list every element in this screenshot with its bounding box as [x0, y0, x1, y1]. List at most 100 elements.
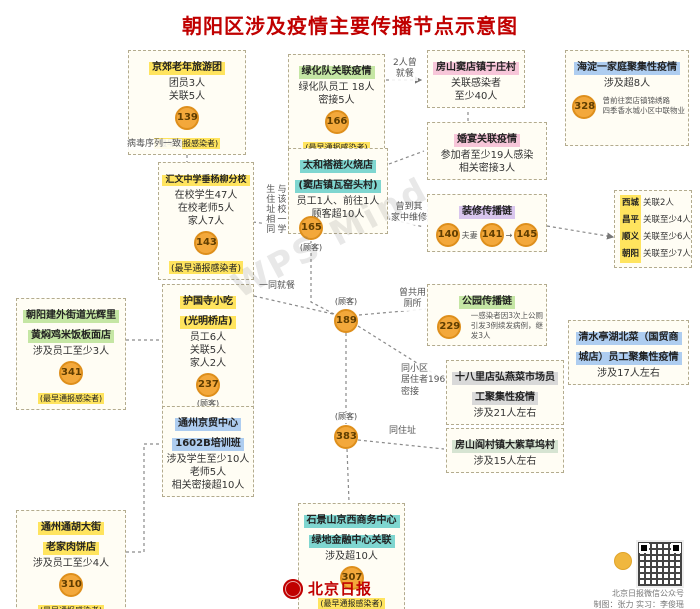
district-value: 关联至少4人 [643, 215, 691, 225]
node-header: 绿化队关联疫情 [292, 59, 381, 79]
node-line: 老师5人 [189, 467, 227, 478]
node-footnote-line: 四季香水城小区中联物业 [602, 106, 686, 115]
note-wrap: (最早通报感染者) [162, 256, 250, 275]
node-park-chain: 公园传播链 229 一感染者因3次上公厕 引发3例续发病例，继 发3人 [427, 284, 547, 347]
district-name: 顺义 [620, 229, 642, 246]
node-line: 相关密接超10人 [171, 480, 245, 491]
case-number-badge: 341 [59, 361, 83, 385]
node-title: 通州京贸中心 [175, 418, 241, 431]
case-number-badge: 307 [339, 566, 364, 590]
node-line: 涉及21人左右 [473, 408, 537, 419]
node-title: 黄焖鸡米饭板面店 [28, 330, 114, 343]
credit-label: 制图：张力 实习：李俊瑶 [593, 599, 684, 609]
node-line: 在校老师5人 [177, 203, 235, 214]
node-wedding-banquet-outbreak: 婚宴关联疫情 参加者至少19人感染 相关密接3人 [427, 122, 547, 180]
node-line: 家人2人 [189, 358, 227, 369]
node-title: 护国寺小吃 [180, 296, 236, 309]
note-wrap: (最早通报感染者) [302, 591, 401, 609]
edge-label-home-repair: 曾到其 家中维修 [390, 202, 429, 225]
node-line: 关联5人 [168, 91, 206, 102]
node-line: 家人7人 [187, 216, 225, 227]
seal-icon [614, 552, 632, 570]
node-greening-team-outbreak: 绿化队关联疫情 绿化队员工 18人 密接5人 166 (最早通报感染者) [288, 54, 385, 159]
badge-row: 229 一感染者因3次上公厕 引发3例续发病例，继 发3人 [431, 311, 543, 341]
note-wrap: (最早通报感染者) [292, 135, 381, 154]
case-number-badge: 143 [194, 231, 218, 255]
node-renovation-chain: 装修传播链 140 夫妻 141 → 145 [427, 194, 547, 252]
node-line: 涉及超10人 [325, 551, 378, 562]
node-shijingshan-business-center: 石景山京西商务中心 绿地金融中心关联 涉及超10人 307 (最早通报感染者) [298, 503, 405, 609]
node-header: 汇文中学垂杨柳分校 [162, 167, 250, 187]
node-header: 京郊老年旅游团 [132, 55, 242, 75]
district-value: 关联2人 [643, 198, 674, 208]
node-line: 密接5人 [318, 95, 355, 106]
footer-credits: 北京日报微信公众号 制图：张力 实习：李俊瑶 [593, 589, 684, 609]
beijing-daily-brand: 北京日报 [308, 580, 373, 598]
case-number-badge: 237 [196, 373, 220, 397]
earliest-reported-note: (最早通报感染者) [37, 605, 105, 609]
node-haidian-family-cluster: 海淀一家庭聚集性疫情 涉及超8人 328 曾前往窦店镇锦绣路 四季香水城小区中联… [565, 50, 689, 146]
district-row: 昌平关联至少4人 [618, 212, 691, 229]
node-title: 太和褡裢火烧店 [300, 160, 376, 173]
node-line: 团员3人 [168, 78, 206, 89]
note-wrap: (最早通报感染者) [132, 131, 242, 150]
node-line: 在校学生47人 [174, 190, 238, 201]
node-line: 涉及学生至少10人 [166, 454, 250, 465]
node-title: 朝阳建外街道光辉里 [23, 310, 119, 323]
node-title: 房山窦店镇于庄村 [433, 62, 519, 75]
node-title: 老家肉饼店 [43, 542, 99, 555]
case-number-badge: 145 [514, 223, 539, 247]
node-line: 相关密接3人 [458, 163, 516, 174]
district-row: 朝阳关联至少7人 [618, 246, 691, 263]
node-footnote-line: 一感染者因3次上公厕 [470, 311, 543, 320]
node-title: 1602B培训班 [172, 438, 244, 451]
earliest-reported-note: (最早通报感染者) [37, 393, 105, 404]
district-row: 西城关联2人 [618, 195, 688, 212]
footer-brand: 北京日报 [283, 578, 372, 599]
node-title: 通州通胡大街 [38, 522, 104, 535]
edge-label-same-address-as-student: 与该校一学生住址相同 [262, 180, 287, 238]
earliest-reported-note: (最早通报感染者) [168, 261, 244, 274]
node-title: 工聚集性疫情 [472, 392, 538, 405]
node-huiwen-middle-school: 汇文中学垂杨柳分校 在校学生47人 在校老师5人 家人7人 143 (最早通报感… [158, 162, 254, 280]
node-yuzhuang-village: 房山窦店镇于庄村 关联感染者 至少40人 [427, 50, 525, 108]
node-line: 至少40人 [454, 91, 498, 102]
node-header: 公园传播链 [431, 289, 543, 309]
edge-label-same-community-contact: 同小区 居住者196 密接 [400, 364, 447, 398]
district-row: 顺义关联至少6人 [618, 229, 691, 246]
node-line: 绿化队员工 18人 [298, 82, 375, 93]
node-title: (光明桥店) [180, 316, 236, 329]
qr-code [636, 540, 684, 588]
badge-chain: 140 夫妻 141 → 145 [431, 223, 543, 247]
case-number-badge: 229 [437, 315, 462, 340]
case-number-badge: 328 [572, 95, 597, 119]
node-line: 参加者至少19人感染 [440, 150, 534, 161]
node-line: 涉及15人左右 [473, 456, 537, 467]
case-number-badge: 166 [324, 110, 349, 134]
note-wrap: (最早通报感染者) [20, 598, 122, 609]
page-title: 朝阳区涉及疫情主要传播节点示意图 [182, 14, 518, 38]
case-number-badge: 141 [479, 223, 504, 247]
node-title: 城店）员工聚集性疫情 [575, 352, 682, 365]
node-title: 绿地金融中心关联 [308, 535, 395, 548]
edge-label-line: 居住者196 [401, 375, 446, 386]
node-title: (窦店镇瓦窑头村) [295, 180, 381, 193]
node-line: 关联感染者 [451, 78, 501, 89]
edge-label-line: 厕所 [403, 299, 422, 310]
case-number-badge: 139 [175, 106, 199, 130]
edge-label-virus-sequence: 病毒序列一致 [126, 139, 183, 151]
node-title: 绿化队关联疫情 [298, 66, 375, 79]
node-line: 涉及超8人 [603, 78, 651, 89]
node-district-link-list: 西城关联2人 昌平关联至少4人 顺义关联至少6人 朝阳关联至少7人 [614, 190, 692, 268]
earliest-reported-note: (最早通报感染者) [153, 138, 221, 149]
node-line: 员工1人、前往1人 [296, 196, 380, 207]
couple-label: 夫妻 [461, 230, 478, 240]
node-header: 海淀一家庭聚集性疫情 [569, 55, 685, 75]
node-footnote: 一感染者因3次上公厕 引发3例续发病例，继 发3人 [471, 311, 543, 341]
edge-label-line: 就餐 [395, 69, 414, 80]
node-tongzhou-training-class: 通州京贸中心 1602B培训班 涉及学生至少10人 老师5人 相关密接超10人 [162, 406, 254, 497]
district-name: 昌平 [620, 212, 642, 229]
node-chaoyang-noodle-shop: 朝阳建外街道光辉里 黄焖鸡米饭板面店 涉及员工至少3人 341 (最早通报感染者… [16, 298, 126, 410]
node-shibalidian-market-cluster: 十八里店弘燕菜市场员 工聚集性疫情 涉及21人左右 [446, 360, 564, 425]
